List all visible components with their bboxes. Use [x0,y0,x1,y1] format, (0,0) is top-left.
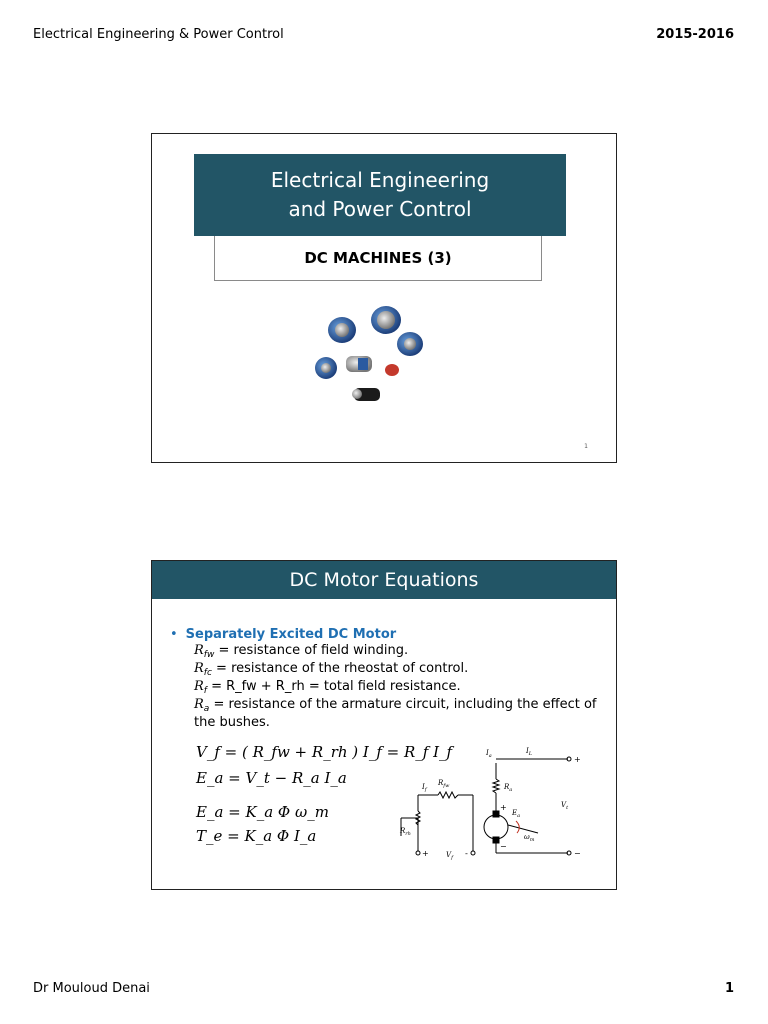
definition-rfc: Rfc = resistance of the rheostat of cont… [194,661,469,678]
label-if: If [421,783,428,793]
page-footer-author: Dr Mouloud Denai [33,981,150,996]
dc-motor-circuit-diagram: Ia IL Ra Vt If Rfw Rrh Vf Ea ωm + − + - … [399,747,581,861]
field-terminal-plus: + [422,849,429,858]
bullet-heading: • Separately Excited DC Motor [170,627,396,642]
bullet-text: Separately Excited DC Motor [185,627,397,642]
definition-rf: Rf = R_fw + R_rh = total field resistanc… [194,679,461,696]
equation-torque: T_e = K_a Φ I_a [196,827,317,845]
slide-title-banner: Electrical Engineering and Power Control [194,154,566,236]
terminal-minus-bottom: − [574,849,581,858]
page-footer-number: 1 [724,981,734,996]
title-line-1: Electrical Engineering [270,168,490,192]
equation-field-voltage: V_f = ( R_fw + R_rh ) I_f = R_f I_f [196,743,453,761]
page-header-title: Electrical Engineering & Power Control [33,27,284,42]
label-vt: Vt [561,801,569,811]
label-wm: ωm [524,833,535,843]
slide-title: DC Motor Equations [152,561,616,599]
label-ra: Ra [503,783,512,793]
field-terminal-minus: - [465,849,468,858]
page-header-year: 2015-2016 [656,27,734,42]
label-ia: Ia [485,749,492,759]
label-rrh: Rrh [399,827,411,837]
slide-number: 1 [584,443,588,450]
encoders-photo [315,306,423,401]
equation-back-emf: E_a = V_t − R_a I_a [196,769,347,787]
armature-plus: + [500,803,507,812]
label-ea: Ea [511,809,520,819]
slide-2: DC Motor Equations • Separately Excited D… [151,560,617,890]
terminal-plus-top: + [574,755,581,764]
label-rfw: Rfw [437,779,450,789]
title-line-2: and Power Control [288,197,472,221]
armature-minus: − [500,842,507,851]
slide-subtitle: DC MACHINES (3) [214,236,542,281]
slide-1: Electrical Engineering and Power Control… [151,133,617,463]
bullet-dot: • [170,627,178,642]
definition-continued: the bushes. [194,715,270,730]
definition-rfw: Rfw = resistance of field winding. [194,643,409,660]
equation-emf-speed: E_a = K_a Φ ω_m [196,803,329,821]
definition-ra: Ra = resistance of the armature circuit,… [194,697,597,714]
label-vf: Vf [446,851,454,861]
label-il: IL [525,747,533,757]
